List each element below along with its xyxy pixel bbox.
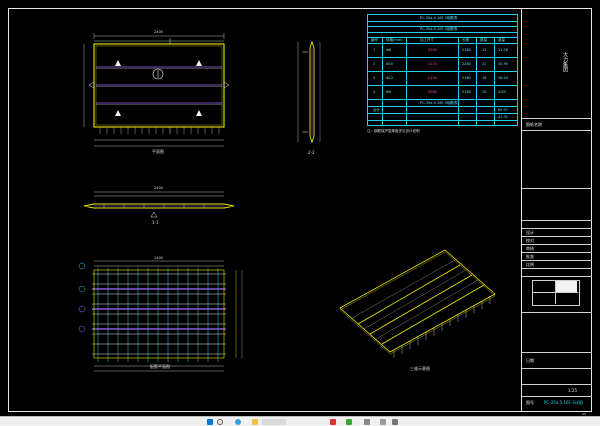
check-field: 校对 [526,238,534,243]
table-row: 2220 [428,62,437,66]
table-row: 合计 [373,108,380,112]
schedule-header: 规格(mm) [386,38,403,42]
scale-field: 比例 [526,262,534,267]
approve-field: 批准 [526,254,534,259]
table-row: 42.31 [498,115,509,119]
lift-point-marker [115,60,121,66]
top-plan-label: 平面图 [152,149,164,154]
schedule-header: 重量 [498,38,505,42]
windows-logo-icon[interactable] [207,419,213,425]
drawing-number: PC-35a-5.16F-3详图 [544,400,583,405]
review-field: 审核 [526,246,534,251]
rebar-schedule-table: PC-35a-5.16F-3钢筋表 PC-35a-5.16F-3钢筋表 编号 规… [367,14,518,126]
folder-icon[interactable] [252,419,258,425]
tray-icon[interactable] [392,419,398,425]
table-row: 12 [482,48,487,52]
schedule-sub-title-2: PC-35a-5.16F-3钢筋表 [420,101,458,105]
rebar-mark-2 [78,325,86,333]
table-row: 2160 [462,90,471,94]
table-row: 22 [482,62,487,66]
lift-point-marker [196,110,202,116]
iso-view-label: 三维示意图 [410,366,430,371]
edge-icon[interactable] [235,419,241,425]
table-row: 38.04 [498,76,509,80]
section-2-2-label: 2-2 [308,150,315,155]
table-row: 2200 [428,48,437,52]
drawing-frame [8,8,592,412]
table-row: 2000 [428,90,437,94]
section-1-1-label: 1-1 [152,220,159,225]
tray-icon[interactable] [380,419,386,425]
table-row: 2380 [462,48,471,52]
tray-icon[interactable] [346,419,352,425]
table-row: 1 [373,48,376,52]
schedule-header: 长度 [462,38,469,42]
table-row: 2100 [428,76,437,80]
bottom-width-dim: 2400 [154,256,163,260]
schedule-header: 数量 [480,38,487,42]
table-row: 4 [373,90,376,94]
schedule-sub-title-1: PC-35a-5.16F-3钢筋表 [420,27,458,31]
isometric-view [339,249,496,358]
rebar-mark-3 [78,285,86,293]
search-icon[interactable] [217,419,223,425]
taskbar [0,416,600,426]
rebar-mark-1 [78,305,86,313]
table-row: 2280 [462,62,471,66]
table-row: 2380 [462,76,471,80]
section-2-2-view [297,40,321,144]
table-row: Φ10 [386,62,394,66]
rebar-mark-4 [78,262,86,270]
table-row: Φ12 [386,76,394,80]
table-row: 85.07 [498,108,509,112]
rebar-plan-view [78,260,243,372]
sheet-label: A3 [582,412,586,416]
schedule-note: 注：钢筋保护层厚度详见设计说明 [367,129,420,133]
lift-point-marker [196,60,202,66]
table-row: 11.28 [498,48,509,52]
table-row: 10 [482,90,487,94]
center-symbol [152,68,164,80]
lift-point-marker [115,110,121,116]
section-1-1-view [83,191,235,218]
schedule-header: 编号 [371,38,378,42]
table-row: 18 [482,76,487,80]
stamp-fill [556,281,577,292]
design-field: 设计 [526,230,534,235]
table-row: Φ6 [386,90,391,94]
section-width-dim: 2400 [154,186,163,190]
drawing-name-field: 图纸名称 [526,122,542,127]
top-width-dim: 2400 [154,30,163,34]
app-icon[interactable] [262,419,286,425]
stamp-box [532,280,580,306]
tray-icon[interactable] [330,419,336,425]
table-row: 4.80 [498,90,506,94]
table-row: 2 [373,62,376,66]
scale-value: 1:25 [568,388,577,393]
schedule-title: PC-35a-5.16F-3钢筋表 [420,16,458,20]
rebar-plan-label: 配筋平面图 [150,364,170,369]
date-field: 日期 [526,358,534,363]
tray-icon[interactable] [364,419,370,425]
title-block: 大力集团 图纸名称 设计 校对 审核 批准 比例 日期 1:25 图号 PC-3… [521,8,592,416]
table-row: 3 [373,76,376,80]
drawing-no-field: 图号 [526,400,534,405]
top-plan-view [83,33,230,147]
table-row: 30.95 [498,62,509,66]
company-name: 大力集团 [562,52,568,72]
schedule-header: 加工尺寸 [420,38,434,42]
table-row: Φ8 [386,48,391,52]
